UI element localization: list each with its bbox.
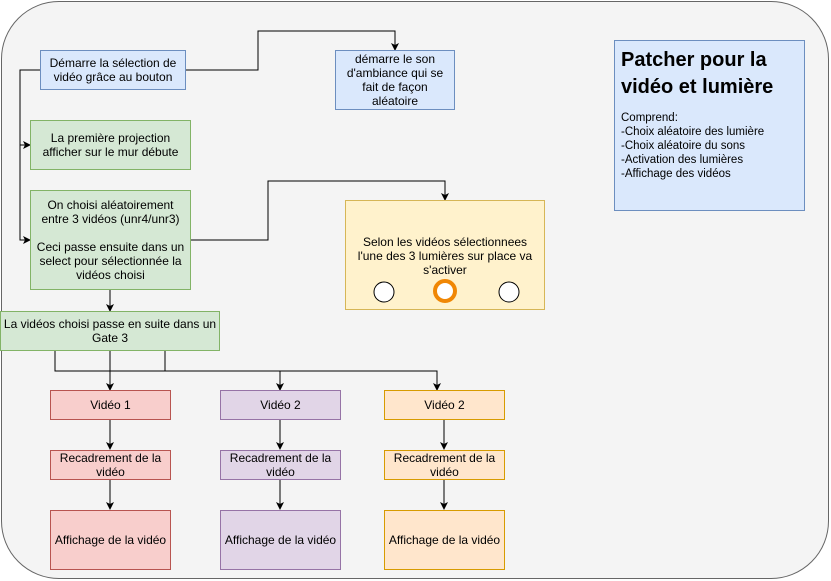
info-panel: Patcher pour la vidéo et lumière Compren… (614, 40, 805, 211)
edge-gate-out3 (164, 351, 441, 391)
edge-start-to-random (19, 145, 31, 244)
info-intro: Comprend: (621, 112, 678, 124)
video-1-node: Vidéo 1 (50, 390, 171, 420)
start-selection-node: Démarre la sélection de vidéo grâce au b… (40, 50, 186, 90)
gate-node: La vidéos choisi passe en suite dans un … (0, 311, 220, 351)
lights-text: Selon les vidéos sélectionnees l'une des… (357, 235, 533, 277)
lights-indicators (373, 279, 520, 303)
video-3-node: Vidéo 2 (384, 390, 505, 420)
random-choice-node: On choisi aléatoirement entre 3 vidéos (… (30, 190, 191, 290)
info-item: -Choix aléatoire du sons (621, 140, 746, 152)
edge-start-to-projection (19, 69, 41, 149)
light-1 (373, 281, 395, 303)
display-3-node: Affichage de la vidéo (384, 510, 505, 570)
lights-node: Selon les vidéos sélectionnees l'une des… (345, 200, 545, 310)
edge-random-to-lights (191, 180, 449, 241)
info-item: -Choix aléatoire des lumière (621, 126, 765, 138)
edge-start-to-sound (186, 30, 399, 71)
light-2 (433, 279, 457, 303)
display-1-node: Affichage de la vidéo (50, 510, 171, 570)
crop-2-node: Recadrement de la vidéo (220, 450, 341, 480)
edge-gate-out1 (54, 351, 114, 391)
crop-3-node: Recadrement de la vidéo (384, 450, 505, 480)
info-title: Patcher pour la vidéo et lumière (621, 49, 774, 98)
crop-1-node: Recadrement de la vidéo (50, 450, 171, 480)
info-list: Comprend: -Choix aléatoire des lumière -… (621, 111, 798, 181)
info-item: -Affichage des vidéos (621, 168, 731, 180)
video-2-node: Vidéo 2 (220, 390, 341, 420)
display-2-node: Affichage de la vidéo (220, 510, 341, 570)
ambient-sound-node: démarre le son d'ambiance qui se fait de… (335, 50, 455, 110)
light-3 (498, 281, 520, 303)
info-item: -Activation des lumières (621, 154, 744, 166)
first-projection-node: La première projection afficher sur le m… (30, 120, 191, 170)
